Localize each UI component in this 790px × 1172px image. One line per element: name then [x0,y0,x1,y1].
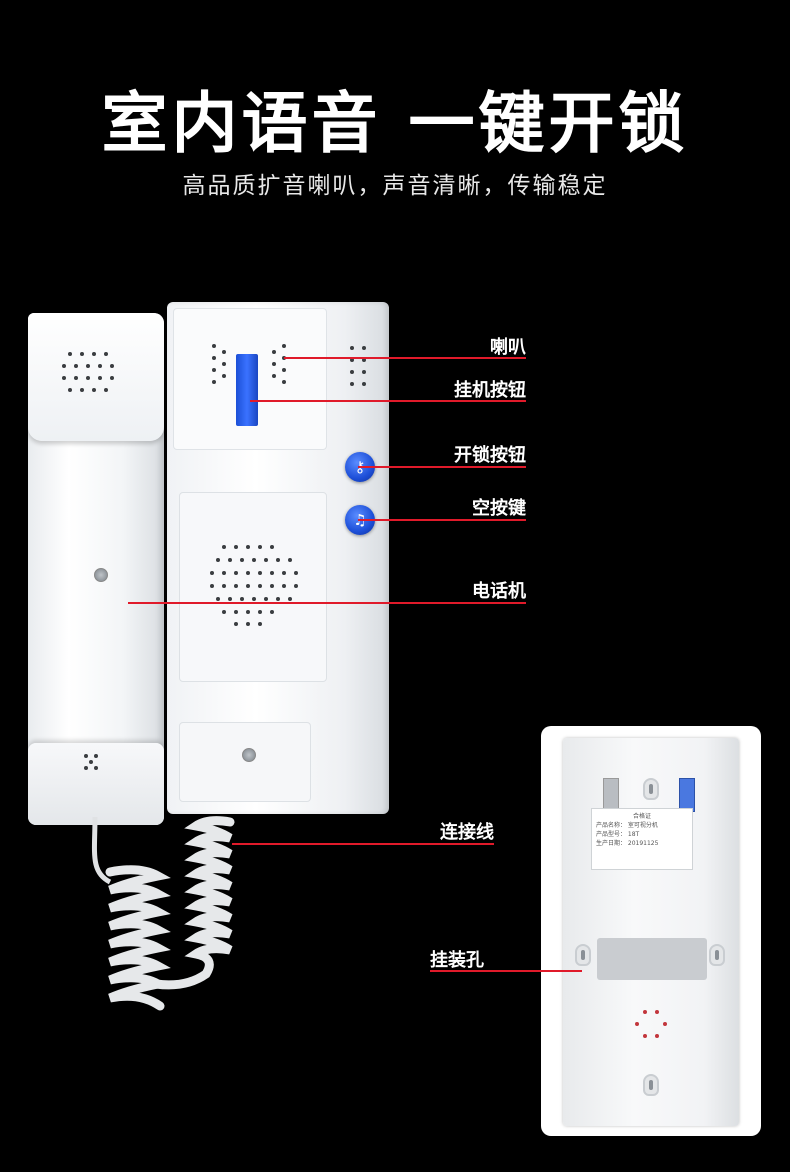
dip-switch [679,778,695,812]
callout-line-speaker [284,357,526,359]
callout-line-handset [128,602,526,604]
label-handset: 电话机 [472,581,526,602]
label-header: 合格证 [632,813,651,820]
hangup-hook [236,354,258,426]
label-line1: 产品名称： 室可视分机 [596,822,658,829]
label-cable: 连接线 [440,822,494,843]
callout-line-unlock [358,466,526,468]
loudspeaker-panel [179,492,327,682]
label-spare-key: 空按键 [472,498,526,519]
callout-line-mount [430,970,582,972]
callout-line-cable [232,843,494,845]
page-subtitle: 高品质扩音喇叭，声音清晰，传输稳定 [182,173,608,199]
mount-hole-left [575,944,591,966]
callout-line-spare [358,519,526,521]
callout-line-hangup [250,400,526,402]
label-hangup-button: 挂机按钮 [454,380,526,401]
coiled-cord [91,816,235,1011]
handset-earpiece [28,313,164,441]
label-unlock-button: 开锁按钮 [454,445,526,466]
handset-screw [94,568,108,582]
base-screw [242,748,256,762]
label-mount-hole: 挂装孔 [430,950,484,971]
wire-window [597,938,707,980]
label-line2: 产品型号： 18T [596,831,640,838]
cable-panel [179,722,311,802]
label-speaker: 喇叭 [490,337,526,358]
handset-photo [28,313,164,825]
label-line3: 生产日期： 20191125 [596,840,659,847]
page-title: 室内语音 一键开锁 [101,85,689,162]
bottom-mount-hole [643,1074,659,1096]
product-label: 合格证 产品名称： 室可视分机 产品型号： 18T 生产日期： 20191125 [591,808,693,870]
top-mount-hole [643,778,659,800]
terminal-block [603,778,619,812]
mount-hole-right [709,944,725,966]
back-plate: 合格证 产品名称： 室可视分机 产品型号： 18T 生产日期： 20191125 [563,738,739,1126]
back-view-inset: 合格证 产品名称： 室可视分机 产品型号： 18T 生产日期： 20191125 [541,726,761,1136]
